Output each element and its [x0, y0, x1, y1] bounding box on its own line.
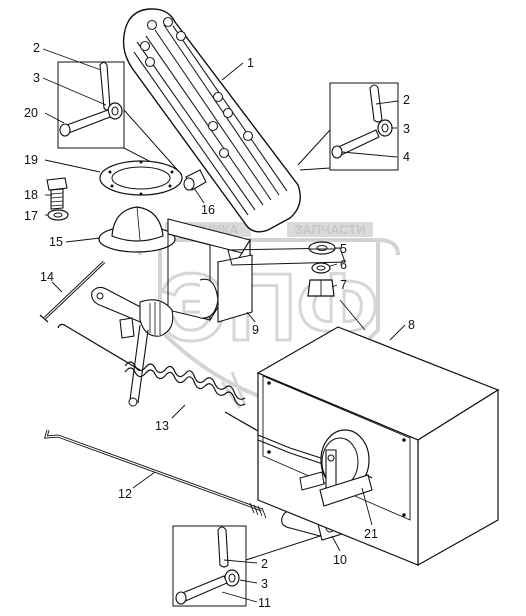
- fitting: [183, 169, 207, 191]
- callout-clevis: 10: [333, 553, 347, 567]
- callout-bracket: 9: [252, 323, 259, 337]
- callout-washer-top-left: 3: [33, 71, 40, 85]
- callout-pin-bottom: 2: [261, 557, 268, 571]
- watermark-banner-right: [287, 222, 373, 237]
- callout-box: 8: [408, 318, 415, 332]
- rubber-boot: [98, 206, 176, 253]
- nut: [307, 279, 366, 331]
- bolt-washer: [47, 209, 69, 221]
- callout-boot: 15: [49, 235, 63, 249]
- callout-fitting: 16: [201, 203, 215, 217]
- callout-link-bracket: 21: [364, 527, 378, 541]
- cotter-pin-icon: [369, 84, 383, 123]
- link-bracket: [299, 429, 373, 507]
- return-spring: [124, 361, 266, 436]
- pin-box-top-right: [297, 82, 399, 171]
- callout-ring-plate: 19: [24, 153, 38, 167]
- axle-pin-icon: [63, 109, 111, 135]
- cotter-pin-icon: [217, 526, 229, 568]
- callout-axle-pin-top-left: 20: [24, 106, 38, 120]
- callout-pin-top-right: 2: [403, 93, 410, 107]
- leader-lines: [42, 48, 406, 603]
- callout-axle-pin-bottom: 11: [258, 596, 271, 610]
- callout-axle-pin-top-right: 4: [403, 150, 410, 164]
- callout-flat-washer: 5: [340, 242, 347, 256]
- rod-short: [39, 260, 106, 323]
- accelerator-pedal: [122, 8, 301, 233]
- spring-washer: [311, 262, 331, 274]
- callout-spring-washer: 6: [340, 258, 347, 272]
- rod-long: [43, 429, 267, 519]
- ring-plate: [99, 160, 183, 196]
- callout-nut: 7: [340, 278, 347, 292]
- pedal-lever: [57, 286, 174, 407]
- callout-washer-bottom: 3: [261, 577, 268, 591]
- mounting-bracket: [167, 218, 346, 323]
- callout-bolt: 18: [24, 188, 38, 202]
- axle-pin-icon: [179, 575, 228, 603]
- callout-rod-long: 12: [118, 487, 132, 501]
- bolt: [46, 177, 68, 210]
- pedal-studs: [139, 16, 254, 159]
- callout-pedal: 1: [247, 56, 254, 70]
- callout-spring: 13: [155, 419, 169, 433]
- callout-rod-short: 14: [40, 270, 54, 284]
- callout-bolt-washer: 17: [24, 209, 38, 223]
- callout-labels: 1 2 3 4 2 3 20 19 18 17 16 15 5 6 7 14 9…: [24, 41, 415, 610]
- flat-washer: [308, 241, 336, 255]
- watermark-brand-right: ЗАПЧАСТИ: [294, 222, 365, 237]
- callout-washer-top-right: 3: [403, 122, 410, 136]
- callout-pin-top-left: 2: [33, 41, 40, 55]
- pin-box-bottom: [172, 525, 321, 607]
